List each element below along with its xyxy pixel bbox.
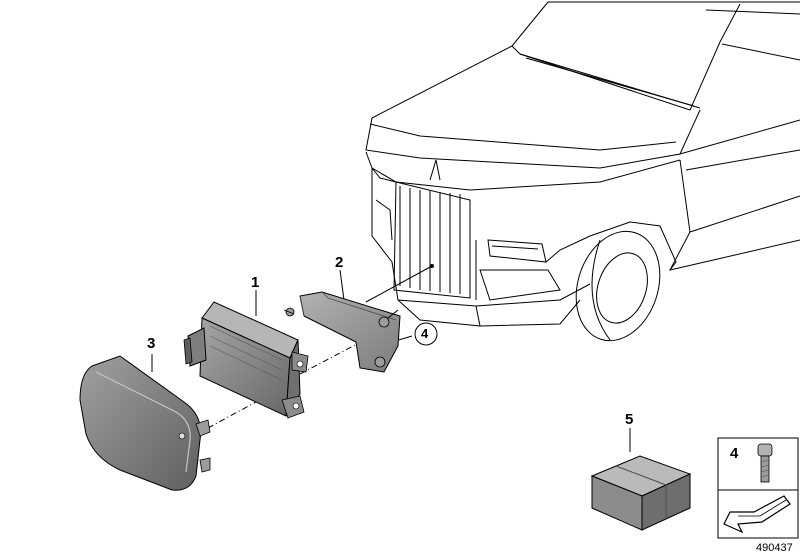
direction-arrow-icon <box>723 495 791 534</box>
radar-control-unit-icon <box>183 301 309 419</box>
callout-4: 4 <box>421 326 429 341</box>
kit-box-icon <box>590 455 692 531</box>
callout-4-circle <box>414 322 438 346</box>
callout-1: 1 <box>251 274 260 291</box>
diagram-reference-number: 490437 <box>756 542 793 554</box>
sensor-cover-icon <box>79 355 211 491</box>
car-front-outline-icon <box>365 1 800 342</box>
mounting-bracket-icon <box>283 291 401 373</box>
assembly-lines <box>151 265 631 452</box>
reference-box-label-4: 4 <box>730 445 739 462</box>
callout-5: 5 <box>625 411 634 428</box>
screw-icon <box>757 443 773 483</box>
callout-3: 3 <box>147 335 156 352</box>
callout-2: 2 <box>335 254 344 271</box>
